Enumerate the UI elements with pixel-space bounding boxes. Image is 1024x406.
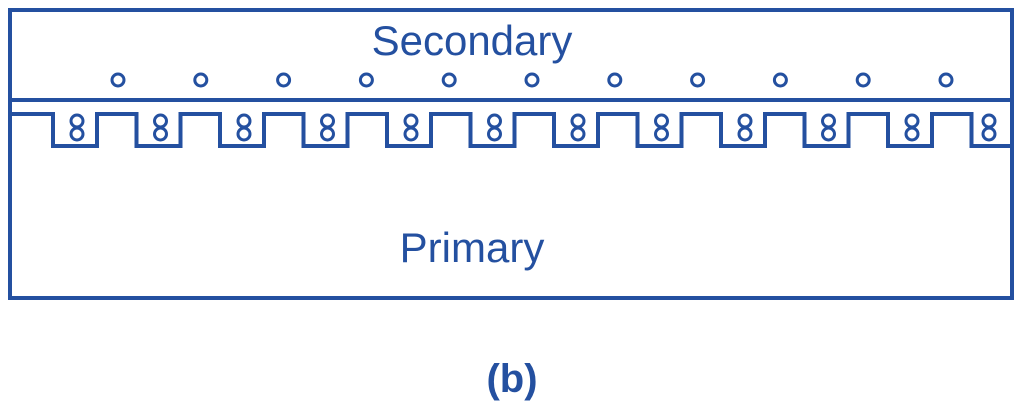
secondary-conductor-circle (938, 72, 954, 88)
outer-frame (8, 8, 1014, 300)
primary-conductor-circle (654, 126, 669, 142)
secondary-conductors (110, 72, 954, 88)
primary-conductor-circle (153, 126, 168, 142)
primary-conductor-circle (153, 113, 168, 129)
primary-conductor-circle (737, 113, 753, 129)
primary-conductor-circle (821, 113, 836, 129)
secondary-label: Secondary (372, 17, 573, 64)
primary-conductor-circle (403, 113, 419, 129)
secondary-conductor-circle (441, 72, 457, 88)
secondary-conductor-circle (690, 72, 706, 88)
primary-conductors (69, 113, 997, 142)
primary-conductor-circle (904, 113, 920, 129)
secondary-conductor-circle (855, 72, 871, 88)
primary-slot-profile (10, 112, 1010, 148)
primary-conductor-circle (654, 113, 669, 129)
secondary-conductor-circle (193, 72, 209, 88)
primary-label: Primary (400, 224, 545, 271)
primary-conductor-circle (236, 113, 252, 129)
secondary-conductor-circle (524, 72, 540, 88)
secondary-conductor-circle (607, 72, 623, 88)
primary-conductor-circle (403, 126, 419, 142)
primary-conductor-circle (821, 126, 836, 142)
primary-conductor-circle (570, 113, 586, 129)
primary-conductor-circle (981, 113, 997, 129)
primary-conductor-circle (69, 113, 85, 129)
primary-conductor-circle (320, 113, 335, 129)
secondary-conductor-circle (110, 72, 126, 88)
secondary-conductor-circle (772, 72, 788, 88)
secondary-conductor-circle (358, 72, 374, 88)
primary-conductor-circle (570, 126, 586, 142)
primary-conductor-circle (904, 126, 920, 142)
primary-conductor-circle (236, 126, 252, 142)
primary-conductor-circle (737, 126, 753, 142)
primary-conductor-circle (487, 126, 502, 142)
figure-caption: (b) (486, 357, 537, 401)
primary-conductor-circle (69, 126, 85, 142)
primary-conductor-circle (981, 126, 997, 142)
primary-conductor-circle (320, 126, 335, 142)
secondary-conductor-circle (276, 72, 292, 88)
primary-conductor-circle (487, 113, 502, 129)
